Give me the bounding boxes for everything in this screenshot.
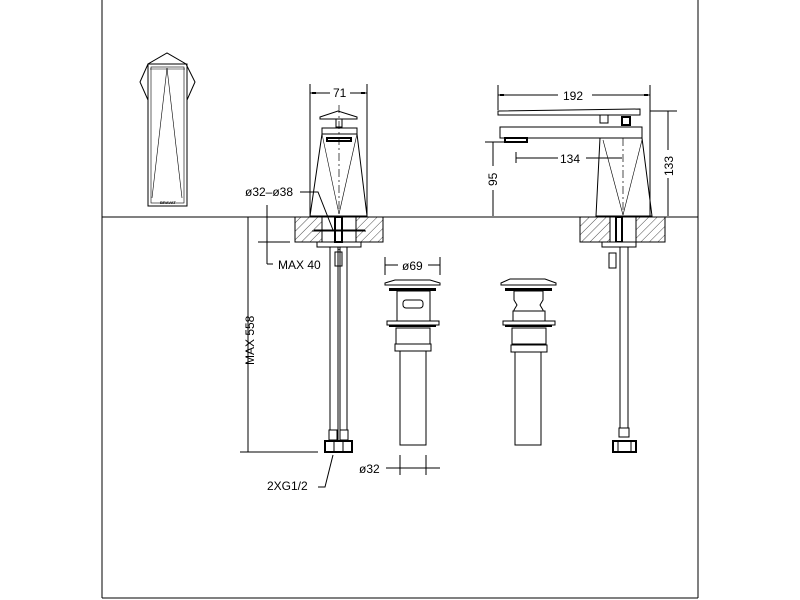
faucet-side-view: 192 134 95 133 xyxy=(485,85,677,453)
dim-total-height: 133 xyxy=(662,156,676,176)
dim-drain-pipe-diameter: ø32 xyxy=(359,462,380,476)
dim-drain-cap-diameter: ø69 xyxy=(402,259,423,273)
connection-callout: 2XG1/2 xyxy=(267,454,334,493)
dim-connection: 2XG1/2 xyxy=(267,479,308,493)
dim-max-hose-length: MAX 558 xyxy=(243,315,257,365)
dim-front-width: 71 xyxy=(333,86,347,100)
max-hose-length-dimension: MAX 558 xyxy=(240,217,318,453)
max-thickness-dimension: MAX 40 xyxy=(258,205,321,272)
brand-mark: BRAVAT xyxy=(160,200,176,205)
dim-side-length: 192 xyxy=(563,89,583,103)
dim-max-thickness: MAX 40 xyxy=(278,258,321,272)
dim-spout-height: 95 xyxy=(486,172,500,186)
hole-diameter-callout: ø32–ø38 xyxy=(245,185,365,231)
drain-side-view xyxy=(500,278,557,446)
drain-front-view: ø69 ø32 xyxy=(359,257,441,476)
dim-spout-reach: 134 xyxy=(560,152,580,166)
dim-hole-diameter: ø32–ø38 xyxy=(245,185,293,199)
faucet-side-view-narrow: BRAVAT xyxy=(139,52,196,207)
